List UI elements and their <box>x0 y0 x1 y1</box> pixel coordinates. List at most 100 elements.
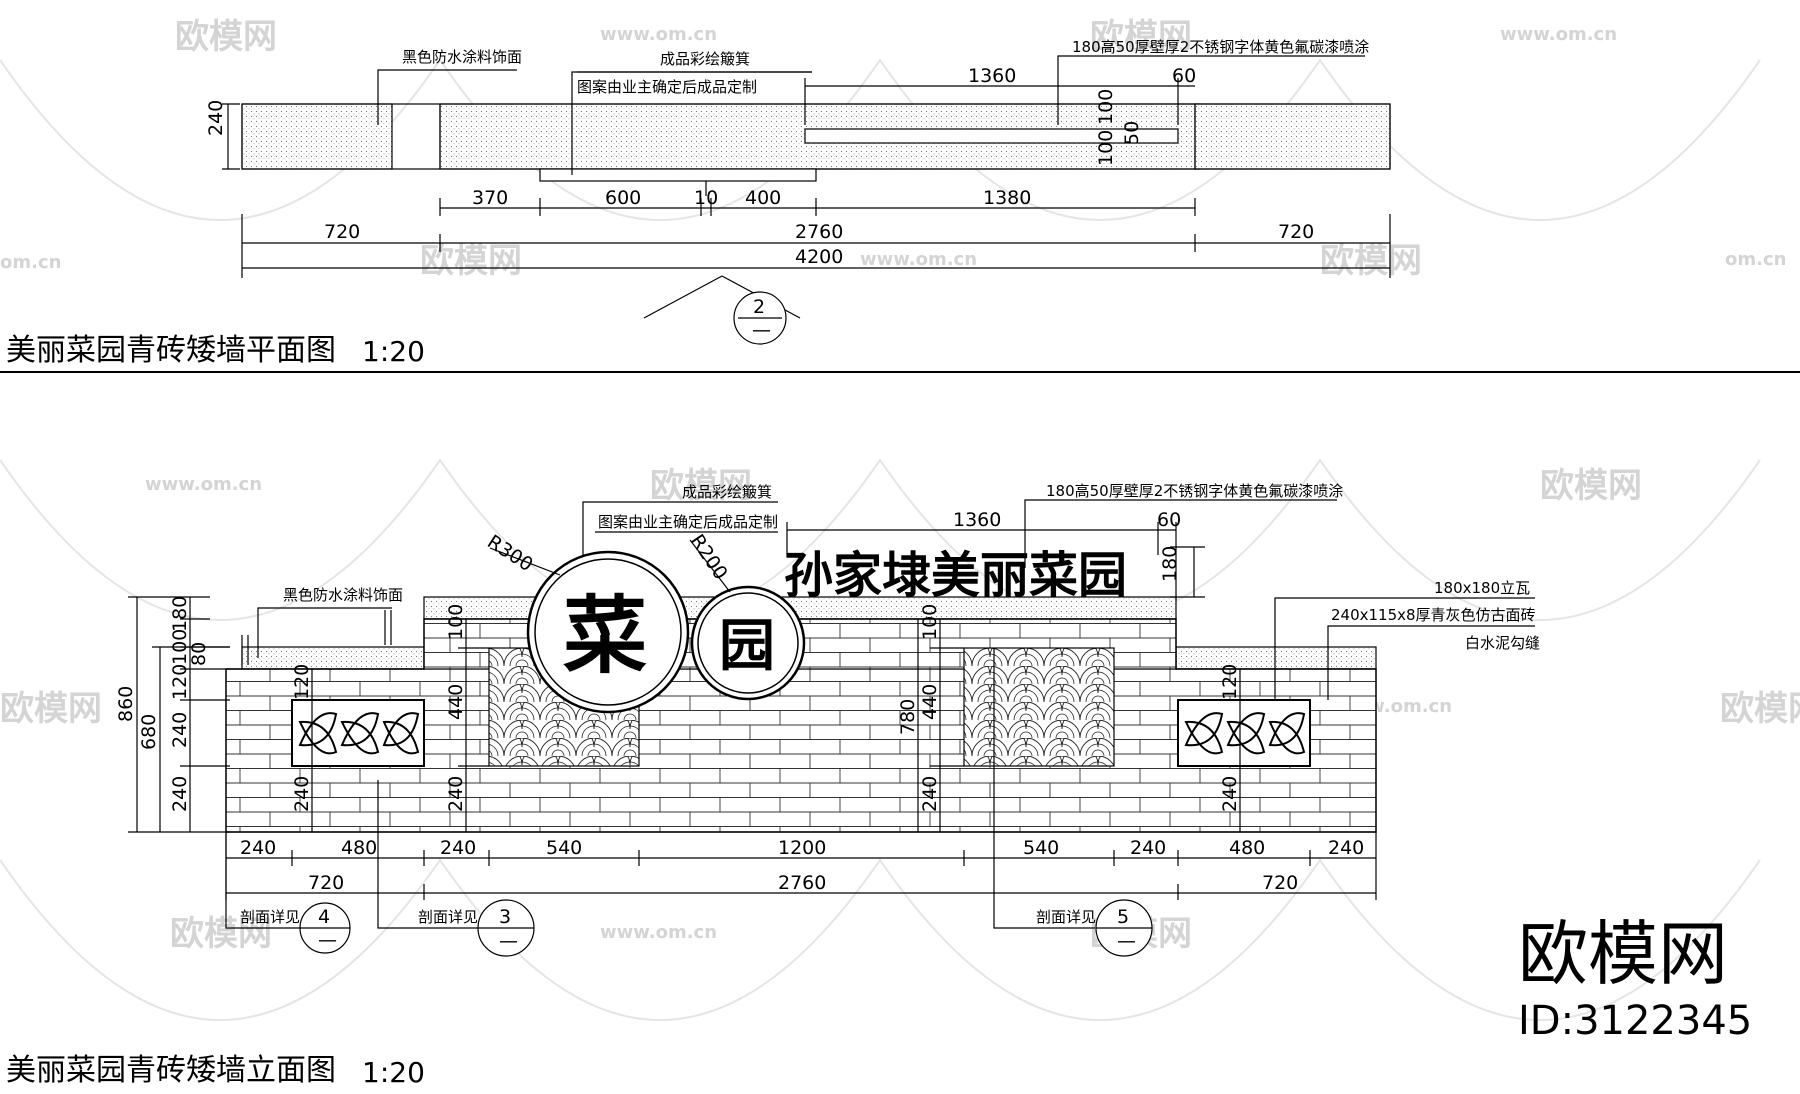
elev-radius-r300: R300 <box>483 531 536 576</box>
elev-dim-t720b: 720 <box>1262 872 1298 894</box>
elev-dim-l180: 180 <box>169 596 191 632</box>
elev-dim-p100: 100 <box>445 604 467 640</box>
elev-detail-label-2: 剖面详见 <box>418 908 478 926</box>
watermark-brand: 欧模网 <box>170 914 272 954</box>
elevation-scale: 1:20 <box>362 1056 425 1089</box>
elev-detail-num-3: 5 <box>1117 906 1129 928</box>
plan-sign-base <box>539 168 817 182</box>
plan-dim-depth: 240 <box>205 100 227 136</box>
plan-dim-100b: 100 <box>1095 130 1117 166</box>
elev-sign-char-2: 园 <box>719 614 775 679</box>
elev-sign-text: 孙家埭美丽菜园 <box>784 547 1127 604</box>
plan-dim-right: 720 <box>1278 221 1314 243</box>
elev-note-letters: 180高50厚壁厚2不锈钢字体黄色氟碳漆喷涂 <box>1046 482 1343 500</box>
elev-dim-c440: 440 <box>919 684 941 720</box>
plan-dim-600: 600 <box>605 187 641 209</box>
elev-dim-b480a: 480 <box>341 837 377 859</box>
watermark-site: www.om.cn <box>600 922 717 943</box>
elev-dim-b480b: 480 <box>1229 837 1265 859</box>
watermark-site: www.om.cn <box>145 474 262 495</box>
elev-right-coping <box>1175 646 1377 670</box>
brand-logo-text: 欧模网 <box>1518 913 1728 995</box>
plan-section-num: 2 <box>753 296 765 318</box>
watermark-site-short: om.cn <box>0 252 61 273</box>
elev-sign-circle-small <box>690 585 806 701</box>
elev-detail-label-1: 剖面详见 <box>240 908 300 926</box>
elevation-title: 美丽菜园青砖矮墙立面图 <box>6 1053 336 1088</box>
elev-dim-t720a: 720 <box>308 872 344 894</box>
plan-dim-100a: 100 <box>1095 89 1117 125</box>
elev-dim-r180: 180 <box>1159 546 1181 582</box>
plan-dim-letters: 1360 <box>968 65 1016 87</box>
watermark-site: www.om.cn <box>860 249 977 270</box>
elev-dim-top1360: 1360 <box>953 509 1001 531</box>
elev-note-sign-a: 成品彩绘簸箕 <box>682 483 772 501</box>
elev-detail-sub-3: — <box>1117 930 1136 952</box>
watermark-layer: 欧模网 欧模网 www.om.cn www.om.cn om.cn 欧模网 欧模… <box>0 17 1800 1021</box>
watermark-brand: 欧模网 <box>1720 689 1800 729</box>
plan-dim-gap: 60 <box>1172 65 1196 87</box>
watermark-brand: 欧模网 <box>650 466 752 506</box>
elev-dim-b240c: 240 <box>1130 837 1166 859</box>
elevation-view: 菜 园 孙家埭美丽菜园 R300 R200 1360 60 180 860 68… <box>115 482 1540 957</box>
plan-section-sub: — <box>752 319 771 341</box>
elev-dim-rs240: 240 <box>1219 776 1241 812</box>
elev-dim-b240d: 240 <box>1328 837 1364 859</box>
elev-dim-b1200: 1200 <box>778 837 826 859</box>
elev-dim-c100: 100 <box>919 604 941 640</box>
plan-dim-total: 4200 <box>795 246 843 268</box>
elev-dim-b240a: 240 <box>240 837 276 859</box>
plan-right-pier <box>1194 103 1391 170</box>
watermark-brand: 欧模网 <box>1090 17 1192 57</box>
elev-sign-circle-large <box>526 550 690 714</box>
elev-dim-l80: 80 <box>188 642 210 666</box>
plan-dim-mid: 2760 <box>795 221 843 243</box>
elev-dim-p240: 240 <box>445 776 467 812</box>
elev-dim-680: 680 <box>138 714 160 750</box>
plan-scale: 1:20 <box>362 335 425 368</box>
elev-note-sign-b: 图案由业主确定后成品定制 <box>598 513 778 531</box>
elev-dim-t2760: 2760 <box>778 872 826 894</box>
elev-left-coping <box>241 646 425 670</box>
elev-dim-b240b: 240 <box>440 837 476 859</box>
watermark-site-short: om.cn <box>1725 249 1786 270</box>
watermark-site: www.om.cn <box>1500 24 1617 45</box>
plan-dim-left: 720 <box>324 221 360 243</box>
plan-view: 240 1360 60 100 50 100 370 600 10 400 13… <box>205 38 1391 345</box>
elev-dim-l100: 100 <box>169 629 191 665</box>
elev-dim-b540a: 540 <box>546 837 582 859</box>
elev-lattice-left <box>291 699 425 767</box>
plan-left-pier <box>241 103 393 170</box>
elev-detail-num-1: 4 <box>318 906 330 928</box>
plan-dim-370: 370 <box>472 187 508 209</box>
elev-lattice-right <box>1177 699 1311 767</box>
elev-detail-sub-1: — <box>318 929 337 951</box>
watermark-brand: 欧模网 <box>0 689 102 729</box>
elev-detail-num-2: 3 <box>499 906 511 928</box>
watermark-brand: 欧模网 <box>175 17 277 57</box>
elev-note-finish: 黑色防水涂料饰面 <box>283 586 403 604</box>
plan-note-letters: 180高50厚壁厚2不锈钢字体黄色氟碳漆喷涂 <box>1072 38 1369 56</box>
elev-dim-l240b: 240 <box>169 776 191 812</box>
plan-dim-50: 50 <box>1121 121 1143 145</box>
elev-dim-s120: 120 <box>291 664 313 700</box>
elev-sign-char-1: 菜 <box>563 587 647 685</box>
elev-dim-s240: 240 <box>291 776 313 812</box>
watermark-site: www.om.cn <box>600 24 717 45</box>
elev-note-tile: 180x180立瓦 <box>1434 579 1530 597</box>
watermark-brand: 欧模网 <box>1540 466 1642 506</box>
elev-dim-top60: 60 <box>1157 509 1181 531</box>
plan-note-sign-a: 成品彩绘簸箕 <box>660 50 750 68</box>
elev-dim-c240: 240 <box>919 776 941 812</box>
elev-note-joint: 白水泥勾缝 <box>1465 634 1540 652</box>
elev-dim-860: 860 <box>115 686 137 722</box>
elev-note-brick: 240x115x8厚青灰色仿古面砖 <box>1331 606 1536 624</box>
elev-detail-sub-2: — <box>499 930 518 952</box>
elev-wall-outline <box>225 618 1377 833</box>
plan-note-finish: 黑色防水涂料饰面 <box>402 48 522 66</box>
brand-id-text: ID:3122345 <box>1518 998 1752 1044</box>
plan-dim-10: 10 <box>694 187 718 209</box>
elev-dim-c780: 780 <box>897 699 919 735</box>
plan-title: 美丽菜园青砖矮墙平面图 <box>6 333 336 368</box>
elev-dim-p440: 440 <box>445 684 467 720</box>
